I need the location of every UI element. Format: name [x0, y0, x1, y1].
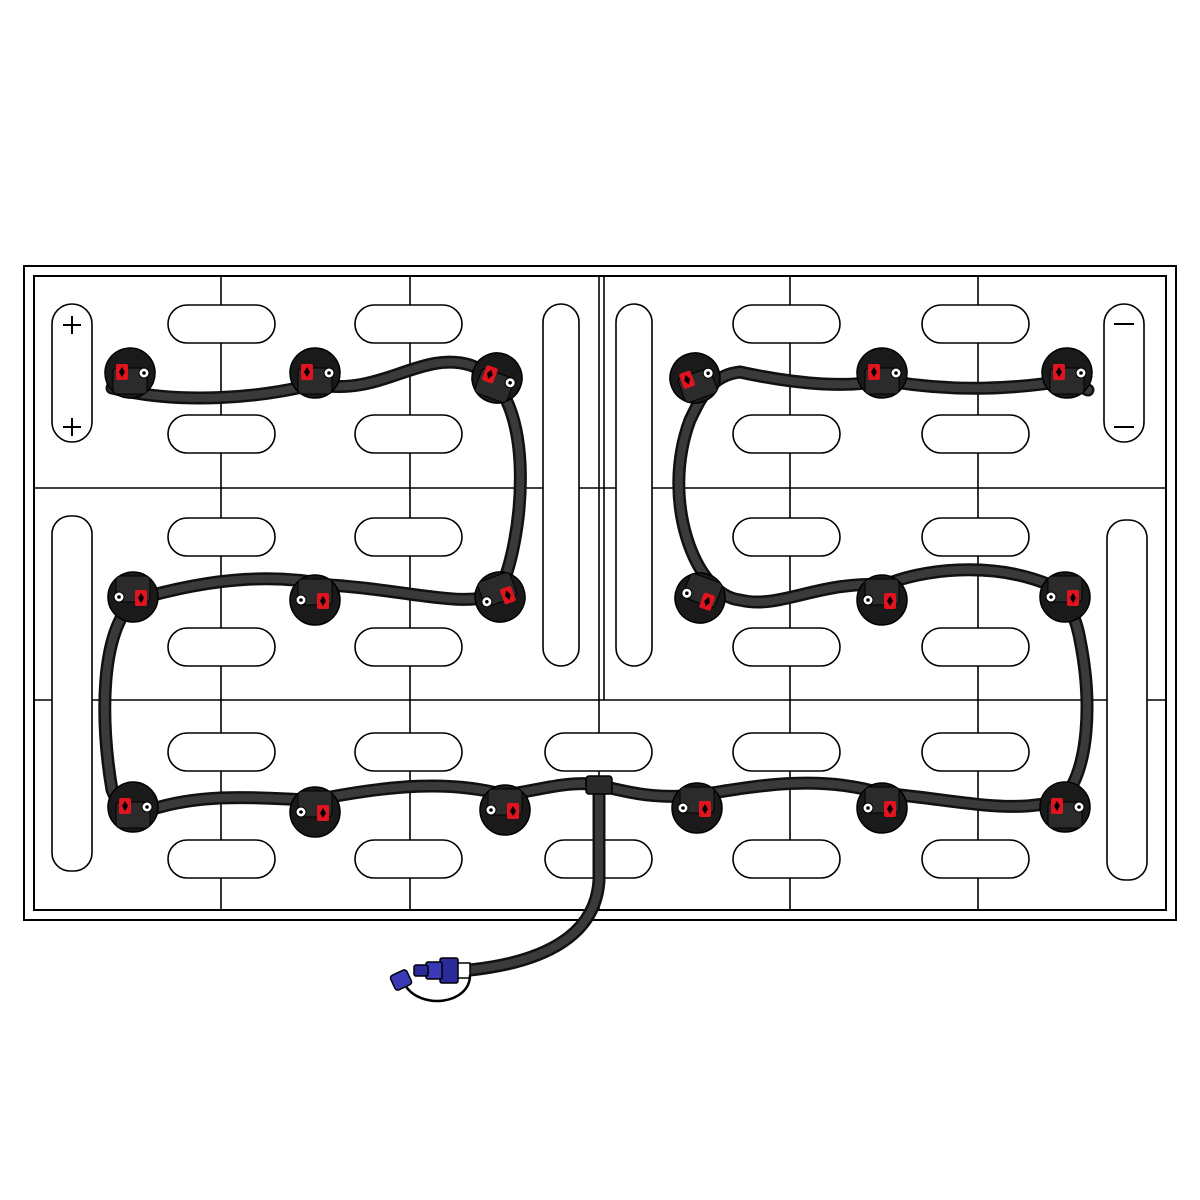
dust-cap-tether: [403, 974, 472, 1003]
watering-cap: [1039, 571, 1091, 623]
watering-cap: [856, 574, 908, 626]
connector-strap: [921, 304, 1030, 344]
connector-strap: [544, 732, 653, 772]
connector-strap: [921, 627, 1030, 667]
watering-cap: [289, 786, 341, 838]
connector-strap-vertical: [51, 515, 93, 872]
battery-tray: [23, 265, 1177, 921]
tray-outer-wall: [23, 265, 1177, 921]
watering-cap: [671, 782, 723, 834]
positive-marker-bottom: [63, 418, 81, 436]
connector-strap: [732, 627, 841, 667]
connector-strap: [732, 517, 841, 557]
positive-marker-top: [63, 316, 81, 334]
watering-cap: [479, 784, 531, 836]
main-line-tee: [585, 775, 613, 795]
positive-terminal-post: [51, 303, 93, 443]
tray-inner-wall: [33, 275, 1167, 911]
watering-cap: [289, 347, 341, 399]
connector-strap: [354, 414, 463, 454]
connector-strap: [167, 732, 276, 772]
watering-cap: [471, 352, 523, 404]
watering-cap: [1039, 781, 1091, 833]
fill-line-hose-core: [466, 788, 603, 974]
connector-strap: [167, 627, 276, 667]
terminal-posts: [51, 303, 1145, 443]
watering-cap: [674, 572, 726, 624]
watering-cap: [856, 347, 908, 399]
connector-strap: [167, 517, 276, 557]
connector-strap: [921, 414, 1030, 454]
watering-cap: [474, 571, 526, 623]
watering-cap: [1041, 347, 1093, 399]
watering-cap: [107, 571, 159, 623]
connector-strap: [921, 517, 1030, 557]
connector-strap: [167, 414, 276, 454]
connector-strap: [167, 304, 276, 344]
connector-strap: [732, 414, 841, 454]
negative-terminal-post: [1103, 303, 1145, 443]
connector-strap-vertical: [542, 303, 580, 667]
connector-strap: [354, 732, 463, 772]
connector-strap: [354, 517, 463, 557]
connector-strap: [354, 839, 463, 879]
fill-coupler: [389, 957, 472, 1003]
polarity-markers: [63, 316, 1134, 436]
watering-cap: [104, 347, 156, 399]
dust-cap: [389, 969, 413, 991]
watering-cap: [856, 782, 908, 834]
connector-strap: [732, 732, 841, 772]
connector-strap: [354, 304, 463, 344]
connector-strap-vertical: [1106, 519, 1148, 881]
connector-straps: [51, 303, 1148, 881]
connector-strap: [732, 839, 841, 879]
watering-caps: [104, 347, 1093, 838]
coupler-nipple: [413, 964, 429, 977]
connector-strap: [167, 839, 276, 879]
connector-strap: [921, 732, 1030, 772]
watering-cap: [669, 352, 721, 404]
connector-strap: [921, 839, 1030, 879]
watering-cap: [107, 781, 159, 833]
connector-strap-vertical: [615, 303, 653, 667]
connector-strap: [354, 627, 463, 667]
connector-strap: [732, 304, 841, 344]
watering-cap: [289, 574, 341, 626]
